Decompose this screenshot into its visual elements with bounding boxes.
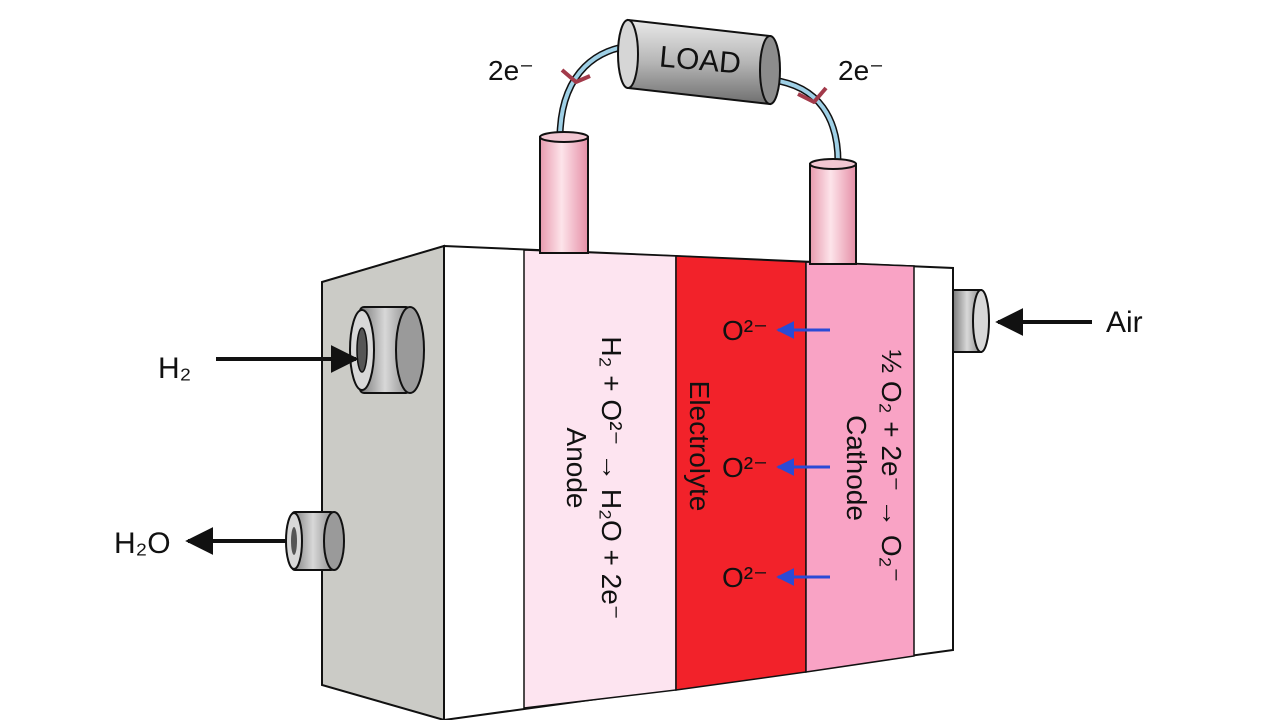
h2-inlet-port <box>349 306 425 394</box>
electron-arrow-left-icon <box>560 68 591 84</box>
electron-arrow-right-icon <box>797 86 828 104</box>
oxide-ion-group: O²⁻ O²⁻ O²⁻ <box>722 315 830 593</box>
anode-name: Anode <box>561 428 592 509</box>
h2o-label: H₂O <box>114 527 171 560</box>
load-resistor: LOAD <box>617 18 781 106</box>
load-label: LOAD <box>658 41 742 81</box>
air-label: Air <box>1106 306 1143 339</box>
oxide-ion-label: O²⁻ <box>722 562 768 593</box>
oxide-ion-label: O²⁻ <box>722 452 768 483</box>
anode-reaction: H₂ + O²⁻ → H₂O + 2e⁻ <box>596 336 627 619</box>
anode-terminal <box>539 131 589 254</box>
cathode-name: Cathode <box>841 415 872 521</box>
electron-label-right: 2e⁻ <box>838 55 884 86</box>
cathode-terminal <box>809 158 857 265</box>
h2-label: H₂ <box>158 352 191 385</box>
cathode-reaction: ½ O₂ + 2e⁻ → O₂⁻ <box>876 350 907 583</box>
cathode-layer <box>805 261 915 673</box>
h2o-outlet-port <box>285 511 345 571</box>
electron-label-left: 2e⁻ <box>488 55 534 86</box>
air-inlet-port <box>952 289 990 353</box>
electrolyte-name: Electrolyte <box>684 381 715 512</box>
oxide-ion-label: O²⁻ <box>722 315 768 346</box>
